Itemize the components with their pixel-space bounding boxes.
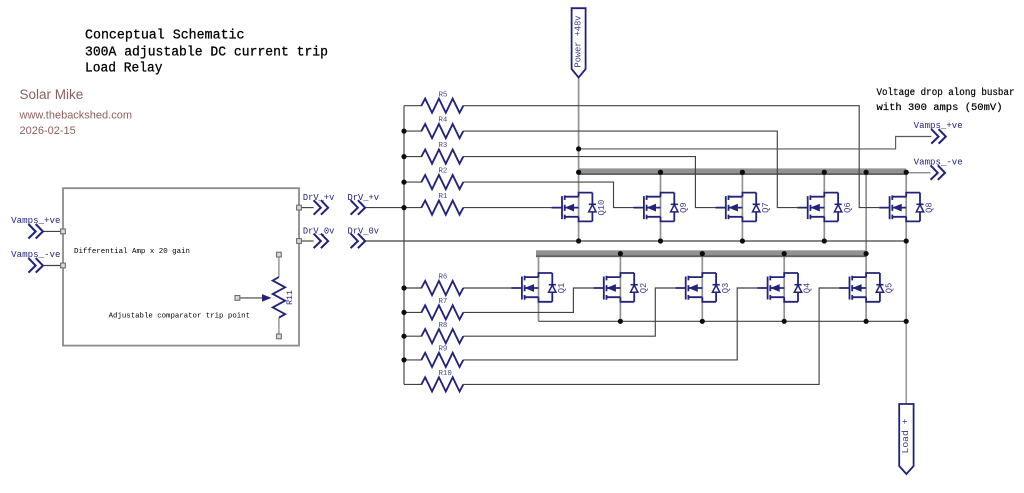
- svg-text:Q8: Q8: [925, 202, 935, 213]
- svg-text:R9: R9: [439, 346, 448, 354]
- svg-text:R2: R2: [439, 168, 448, 176]
- svg-text:2026-02-15: 2026-02-15: [20, 125, 76, 137]
- svg-text:DrV_+v: DrV_+v: [348, 193, 380, 203]
- svg-text:R3: R3: [439, 142, 448, 150]
- svg-text:Differential Amp x 20 gain: Differential Amp x 20 gain: [74, 248, 190, 256]
- svg-text:Adjustable comparator trip poi: Adjustable comparator trip point: [109, 312, 250, 320]
- svg-text:R7: R7: [439, 298, 448, 306]
- svg-text:Load +: Load +: [900, 419, 911, 454]
- svg-text:R5: R5: [439, 91, 448, 99]
- svg-text:Q1: Q1: [557, 283, 567, 294]
- svg-text:Vamps_-ve: Vamps_-ve: [914, 157, 963, 167]
- svg-text:R4: R4: [439, 117, 448, 125]
- svg-text:Solar Mike: Solar Mike: [20, 87, 84, 102]
- svg-text:DrV_0v: DrV_0v: [303, 227, 335, 237]
- svg-text:Q6: Q6: [843, 202, 853, 213]
- svg-text:Q5: Q5: [885, 283, 895, 294]
- svg-text:R8: R8: [439, 322, 448, 330]
- svg-text:Conceptual Schematic: Conceptual Schematic: [85, 28, 245, 43]
- svg-text:Power +48v: Power +48v: [572, 15, 583, 67]
- svg-text:Load Relay: Load Relay: [85, 62, 163, 77]
- svg-text:R10: R10: [439, 370, 452, 378]
- svg-text:R1: R1: [439, 193, 448, 201]
- svg-text:DrV_+v: DrV_+v: [303, 193, 335, 203]
- svg-text:300A adjustable DC current tri: 300A adjustable DC current trip: [85, 45, 328, 60]
- svg-text:DrV_0v: DrV_0v: [348, 227, 380, 237]
- svg-text:Q7: Q7: [761, 202, 771, 213]
- svg-text:Voltage drop along busbar: Voltage drop along busbar: [877, 87, 1015, 98]
- svg-text:www.thebackshed.com: www.thebackshed.com: [19, 110, 133, 122]
- svg-text:with 300 amps (50mV): with 300 amps (50mV): [877, 102, 1003, 113]
- svg-text:Q4: Q4: [803, 283, 813, 294]
- svg-text:Vamps_+ve: Vamps_+ve: [11, 216, 60, 226]
- svg-text:Q3: Q3: [721, 283, 731, 294]
- svg-text:Vamps_+ve: Vamps_+ve: [914, 121, 963, 131]
- svg-text:R11: R11: [286, 290, 295, 305]
- svg-text:Q10: Q10: [597, 200, 607, 216]
- svg-text:Q9: Q9: [679, 202, 689, 213]
- svg-text:Q2: Q2: [639, 283, 649, 294]
- svg-text:Vamps_-ve: Vamps_-ve: [11, 250, 60, 260]
- svg-text:R6: R6: [439, 274, 448, 282]
